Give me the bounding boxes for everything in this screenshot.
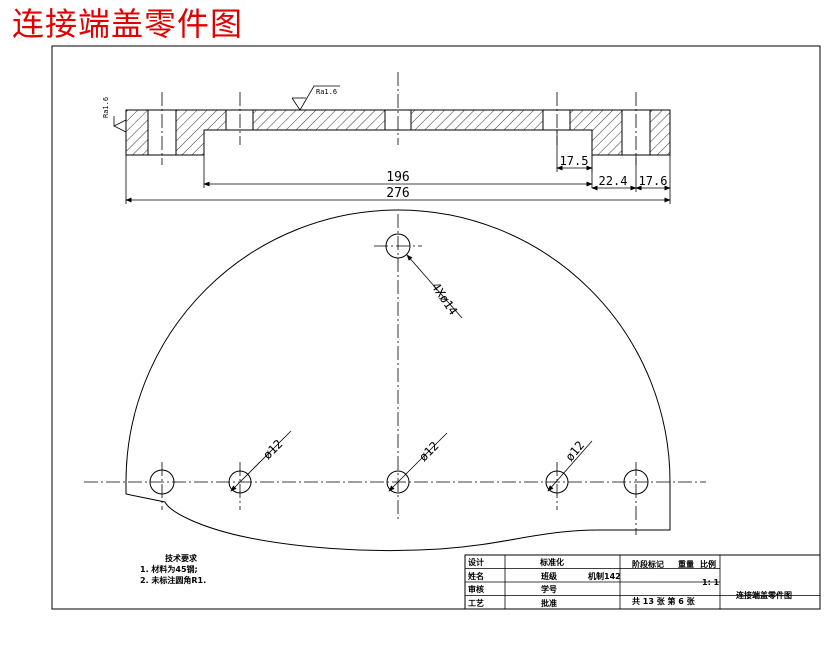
roughness-symbol-side: Ra1.6 bbox=[102, 97, 127, 133]
svg-text:2. 未标注圆角R1.: 2. 未标注圆角R1. bbox=[140, 575, 206, 585]
plan-outline bbox=[125, 209, 671, 552]
section-hatch-center bbox=[253, 110, 543, 130]
title-block: 设计 标准化 阶段标记 重量 比例 姓名 班级 机制142 1: 1 审核 学号… bbox=[464, 554, 821, 610]
hole-center bbox=[386, 470, 410, 494]
svg-text:比例: 比例 bbox=[700, 559, 716, 569]
hole-left-outer bbox=[149, 469, 175, 495]
svg-text:机制142: 机制142 bbox=[588, 571, 621, 581]
svg-text:标准化: 标准化 bbox=[539, 557, 564, 567]
svg-text:审核: 审核 bbox=[468, 584, 484, 594]
hole-right-inner bbox=[545, 470, 569, 494]
svg-text:学号: 学号 bbox=[541, 584, 557, 594]
svg-text:姓名: 姓名 bbox=[467, 571, 484, 581]
section-view: Ra1.6 Ra1.6 196 276 17.5 22.4 17.6 bbox=[102, 72, 671, 204]
roughness-symbol-top: Ra1.6 bbox=[291, 85, 340, 111]
tech-requirements: 技术要求 1. 材料为45钢; 2. 未标注圆角R1. bbox=[140, 553, 206, 585]
svg-text:共 13 张 第 6 张: 共 13 张 第 6 张 bbox=[632, 596, 696, 606]
plan-view: 4Xø14 ø12 ø12 ø12 bbox=[84, 209, 706, 552]
svg-text:连接端盖零件图: 连接端盖零件图 bbox=[736, 590, 792, 600]
svg-text:技术要求: 技术要求 bbox=[165, 553, 198, 563]
svg-text:班级: 班级 bbox=[541, 571, 558, 581]
svg-text:Ra1.6: Ra1.6 bbox=[102, 97, 110, 118]
dim-22-4: 22.4 bbox=[599, 174, 628, 188]
dim-4x-dia14: 4Xø14 bbox=[429, 280, 461, 318]
dim-17-6: 17.6 bbox=[639, 174, 668, 188]
svg-text:重量: 重量 bbox=[678, 559, 694, 569]
svg-text:设计: 设计 bbox=[468, 557, 484, 567]
svg-text:阶段标记: 阶段标记 bbox=[632, 559, 664, 569]
drawing-border bbox=[51, 45, 821, 610]
page-title: 连接端盖零件图 bbox=[12, 5, 244, 43]
dim-17-5: 17.5 bbox=[560, 154, 589, 168]
dim-276: 276 bbox=[386, 186, 409, 201]
dim-196: 196 bbox=[386, 170, 409, 185]
hole-top bbox=[385, 233, 411, 259]
hole-left-inner bbox=[228, 470, 252, 494]
svg-text:Ra1.6: Ra1.6 bbox=[316, 88, 337, 96]
section-hatch-right bbox=[570, 110, 670, 155]
svg-text:1: 1: 1: 1 bbox=[702, 578, 720, 587]
dim-dia12-right: ø12 bbox=[563, 438, 588, 464]
hole-right-outer bbox=[623, 469, 649, 495]
svg-text:1. 材料为45钢;: 1. 材料为45钢; bbox=[140, 564, 198, 574]
svg-text:批准: 批准 bbox=[541, 598, 557, 608]
svg-text:工艺: 工艺 bbox=[468, 598, 484, 608]
